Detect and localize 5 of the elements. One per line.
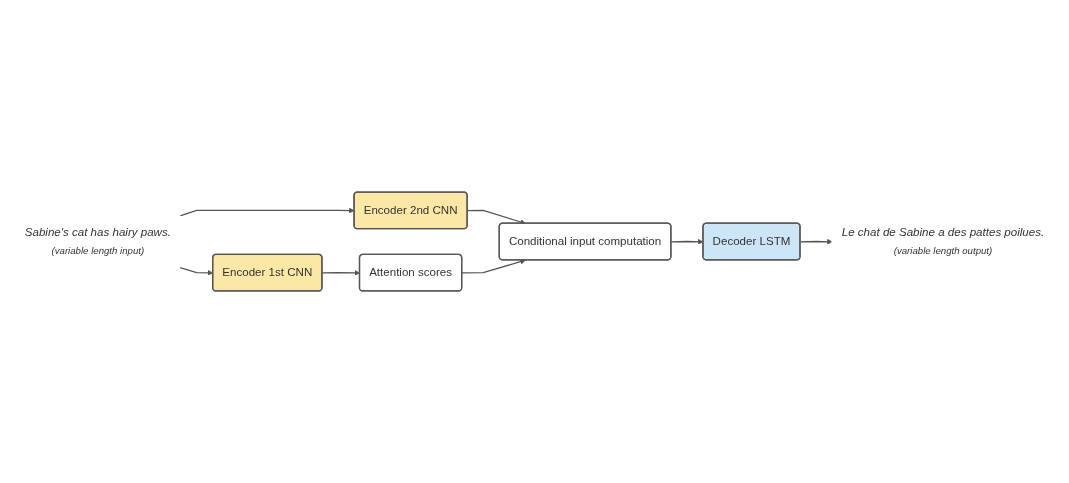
node-text: Le chat de Sabine a des pattes poilues. (variable length output)	[841, 226, 1045, 256]
arrow	[799, 238, 833, 245]
arrow	[461, 258, 526, 274]
arrow	[179, 207, 355, 217]
node-text: Sabine's cat has hairy paws. (variable length input)	[24, 226, 171, 256]
